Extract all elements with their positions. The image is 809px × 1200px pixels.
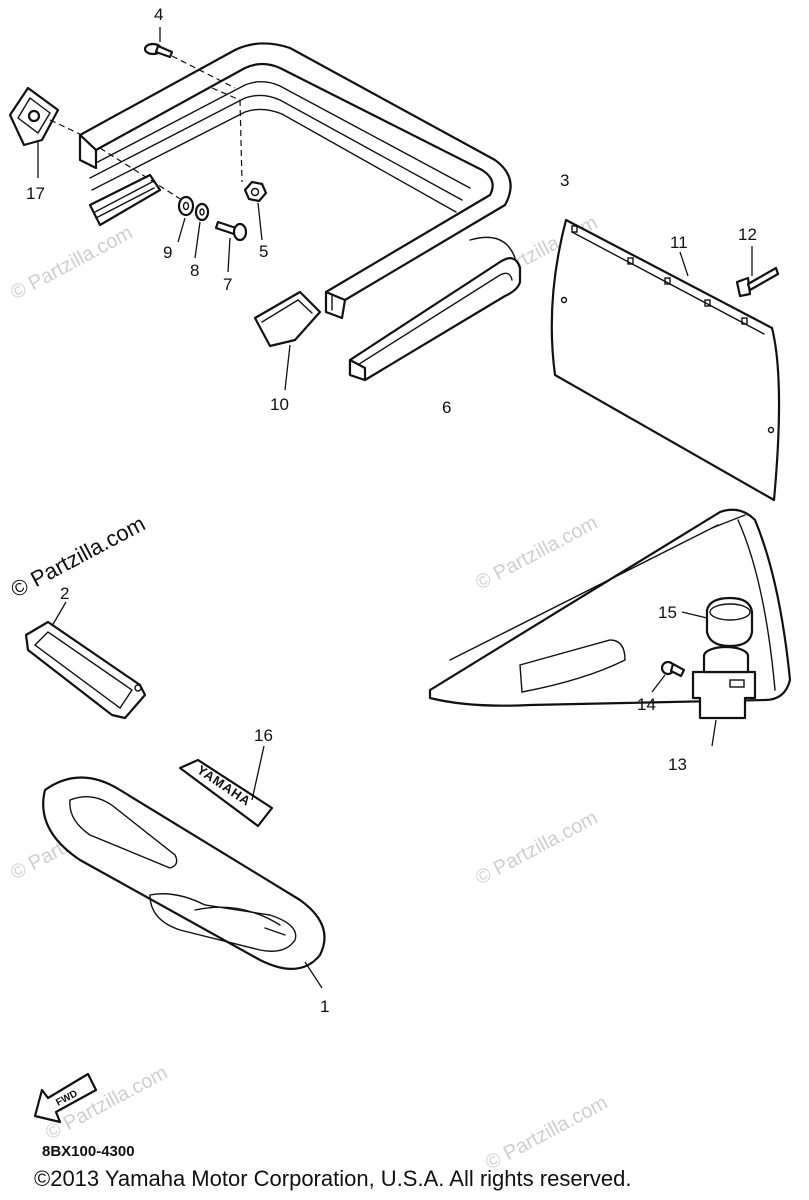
callout-12: 12 [738,225,757,244]
part-10-cap [253,290,322,348]
callout-7: 7 [223,275,232,294]
callout-4: 4 [154,5,163,24]
part-7-bolt [214,220,248,242]
part-9-washer [177,195,195,217]
callout-9: 9 [163,243,172,262]
callout-15: 15 [658,603,677,622]
part-11-panel [550,218,781,502]
watermark-text: © Partzilla.com [7,222,136,305]
part-6-seal-strip [348,236,522,382]
part-13-fitting [691,645,757,720]
watermark-text: © Partzilla.com [472,512,601,595]
callout-13: 13 [668,755,687,774]
callout-5: 5 [259,242,268,261]
callout-1: 1 [320,997,329,1016]
catalog-code: 8BX100-4300 [42,1143,135,1160]
callout-17: 17 [26,184,45,203]
callouts: 4 17 3 9 8 5 7 10 6 11 12 2 15 14 13 16 … [26,5,757,1016]
watermark-text: © Partzilla.com [482,1092,611,1175]
callout-10: 10 [270,395,289,414]
callout-14: 14 [637,695,656,714]
part-8-washer [194,202,210,222]
part-4-screw [143,42,174,59]
copyright-notice: ©2013 Yamaha Motor Corporation, U.S.A. A… [34,1166,632,1191]
part-17-bracket [8,86,60,147]
watermark-text: © Partzilla.com [472,807,601,890]
part-5-nut [243,180,268,203]
part-3-hatch-frame [78,42,512,320]
callout-6: 6 [442,398,451,417]
callout-16: 16 [254,726,273,745]
callout-8: 8 [190,261,199,280]
watermark-dark: © Partzilla.com [7,511,150,603]
part-nose-cone [428,508,792,707]
part-14-pin [660,660,686,678]
callout-11: 11 [670,233,688,252]
part-1-handle-cover [42,776,326,970]
part-2-handle [24,620,147,720]
callout-2: 2 [60,584,69,603]
callout-3: 3 [560,171,569,190]
part-12-rivet [735,266,780,298]
fwd-arrow-icon: FWD [33,1072,98,1124]
part-15-cap [705,596,754,648]
